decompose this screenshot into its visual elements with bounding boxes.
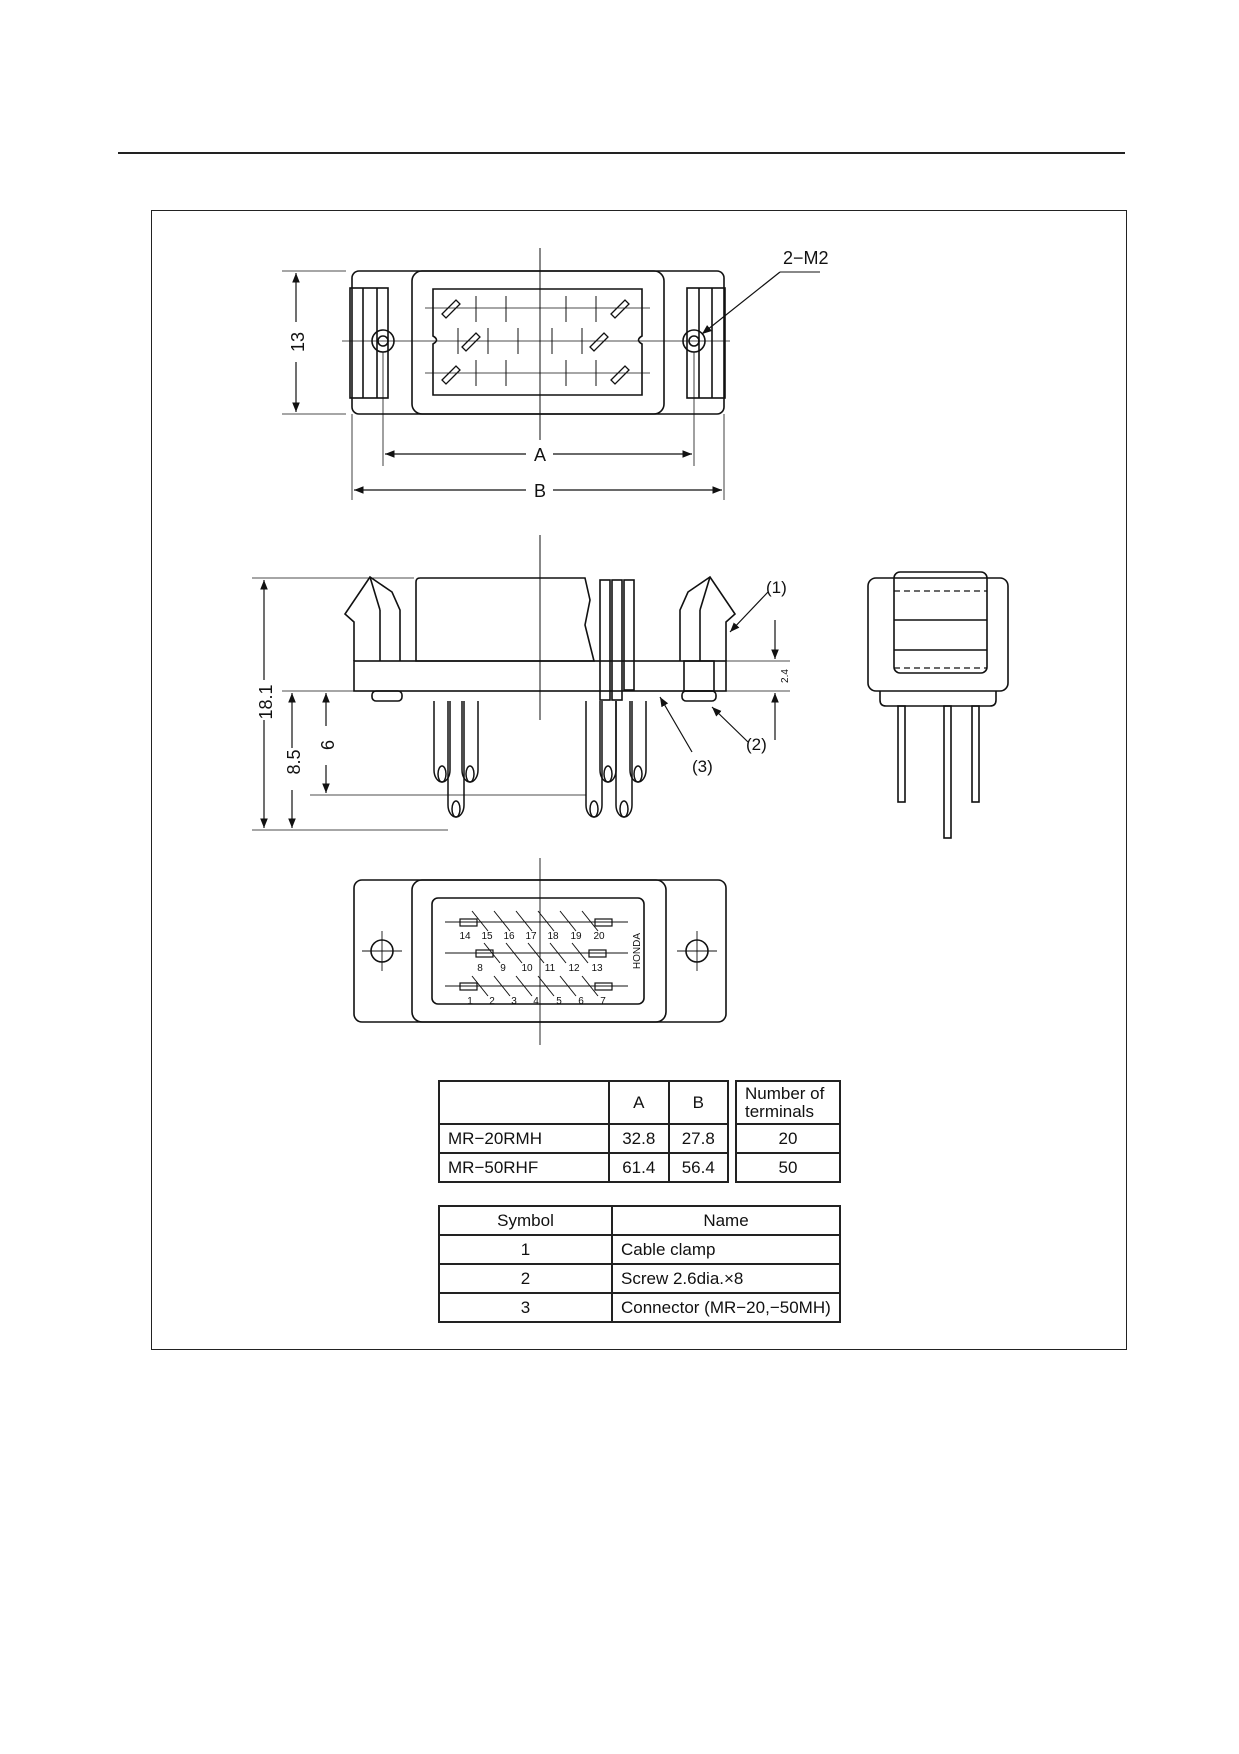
pin-number: 6 bbox=[578, 996, 584, 1007]
pin-number: 8 bbox=[477, 963, 483, 974]
pin-numbers: 14 15 16 17 18 19 20 8 9 10 11 12 13 1 2… bbox=[459, 931, 606, 1007]
brand-mark: HONDA bbox=[632, 933, 643, 969]
pin-number: 15 bbox=[481, 931, 493, 942]
pin-number: 18 bbox=[547, 931, 559, 942]
dims-header-blank bbox=[438, 1080, 610, 1125]
pin-number: 10 bbox=[521, 963, 533, 974]
value-cell: 61.4 bbox=[608, 1152, 670, 1183]
terminals-cell: 20 bbox=[735, 1123, 841, 1154]
symbol-cell: 1 bbox=[438, 1234, 613, 1265]
top-insulator bbox=[432, 288, 643, 396]
dim-a-label: A bbox=[534, 445, 546, 465]
pin-number: 1 bbox=[467, 996, 473, 1007]
callout-2: (2) bbox=[746, 735, 767, 754]
dim-b-label: B bbox=[534, 481, 546, 501]
dims-header-a: A bbox=[608, 1080, 670, 1125]
left-flange bbox=[349, 287, 389, 399]
dims-header-b: B bbox=[667, 1080, 729, 1125]
left-cable-clamp bbox=[343, 575, 401, 661]
pin-number: 3 bbox=[511, 996, 517, 1007]
callout-1: (1) bbox=[766, 578, 787, 597]
end-body bbox=[867, 577, 1009, 692]
symbol-cell: 3 bbox=[438, 1292, 613, 1323]
top-center-shell bbox=[411, 270, 665, 415]
pin-number: 4 bbox=[533, 996, 539, 1007]
terminals-cell: 50 bbox=[735, 1152, 841, 1183]
end-view bbox=[867, 571, 1009, 839]
symbol-cell: 2 bbox=[438, 1263, 613, 1294]
top-body bbox=[351, 270, 725, 415]
top-height-label: 13 bbox=[288, 332, 308, 352]
drawing-frame bbox=[151, 210, 1127, 1350]
dim-total-label: 18.1 bbox=[256, 684, 276, 719]
right-flange bbox=[686, 287, 726, 399]
model-cell: MR−20RMH bbox=[438, 1123, 610, 1154]
pcb-pins bbox=[433, 701, 647, 818]
bottom-insulator bbox=[431, 897, 645, 1005]
dim-six-label: 6 bbox=[318, 740, 338, 750]
dimensions-table: A B MR−20RMH 32.8 27.8 MR−50RHF 61.4 56.… bbox=[438, 1080, 729, 1183]
name-cell: Screw 2.6dia.×8 bbox=[611, 1263, 841, 1294]
name-cell: Connector (MR−20,−50MH) bbox=[611, 1292, 841, 1323]
dim-pin-label: 8.5 bbox=[284, 749, 304, 774]
pin-number: 16 bbox=[503, 931, 515, 942]
side-body bbox=[415, 577, 596, 662]
pin-number: 20 bbox=[593, 931, 605, 942]
parts-header-name: Name bbox=[611, 1205, 841, 1236]
pin-number: 12 bbox=[568, 963, 580, 974]
connector-base bbox=[353, 660, 727, 692]
header-rule bbox=[118, 152, 1125, 154]
pin-number: 19 bbox=[570, 931, 582, 942]
model-cell: MR−50RHF bbox=[438, 1152, 610, 1183]
value-cell: 27.8 bbox=[667, 1123, 729, 1154]
name-cell: Cable clamp bbox=[611, 1234, 841, 1265]
parts-table: Symbol Name 1 Cable clamp 2 Screw 2.6dia… bbox=[438, 1205, 841, 1323]
value-cell: 32.8 bbox=[608, 1123, 670, 1154]
pin-number: 5 bbox=[556, 996, 562, 1007]
bottom-view bbox=[353, 858, 727, 1045]
pin-number: 2 bbox=[489, 996, 495, 1007]
terminals-table: Number of terminals 20 50 bbox=[735, 1080, 841, 1183]
parts-header-symbol: Symbol bbox=[438, 1205, 613, 1236]
pin-number: 7 bbox=[600, 996, 606, 1007]
callout-3: (3) bbox=[692, 757, 713, 776]
side-view bbox=[343, 535, 737, 818]
right-cable-clamp bbox=[679, 575, 737, 661]
screw-label: 2−M2 bbox=[783, 248, 829, 268]
side-dimensions bbox=[252, 577, 790, 831]
dim-gap-label: 2.4 bbox=[780, 669, 791, 683]
pin-number: 9 bbox=[500, 963, 506, 974]
top-dimensions bbox=[282, 270, 820, 500]
terminals-header: Number of terminals bbox=[735, 1080, 841, 1125]
value-cell: 56.4 bbox=[667, 1152, 729, 1183]
pin-number: 11 bbox=[545, 963, 556, 974]
pin-number: 17 bbox=[525, 931, 537, 942]
pin-number: 13 bbox=[591, 963, 603, 974]
top-view bbox=[342, 248, 730, 440]
pin-number: 14 bbox=[459, 931, 471, 942]
